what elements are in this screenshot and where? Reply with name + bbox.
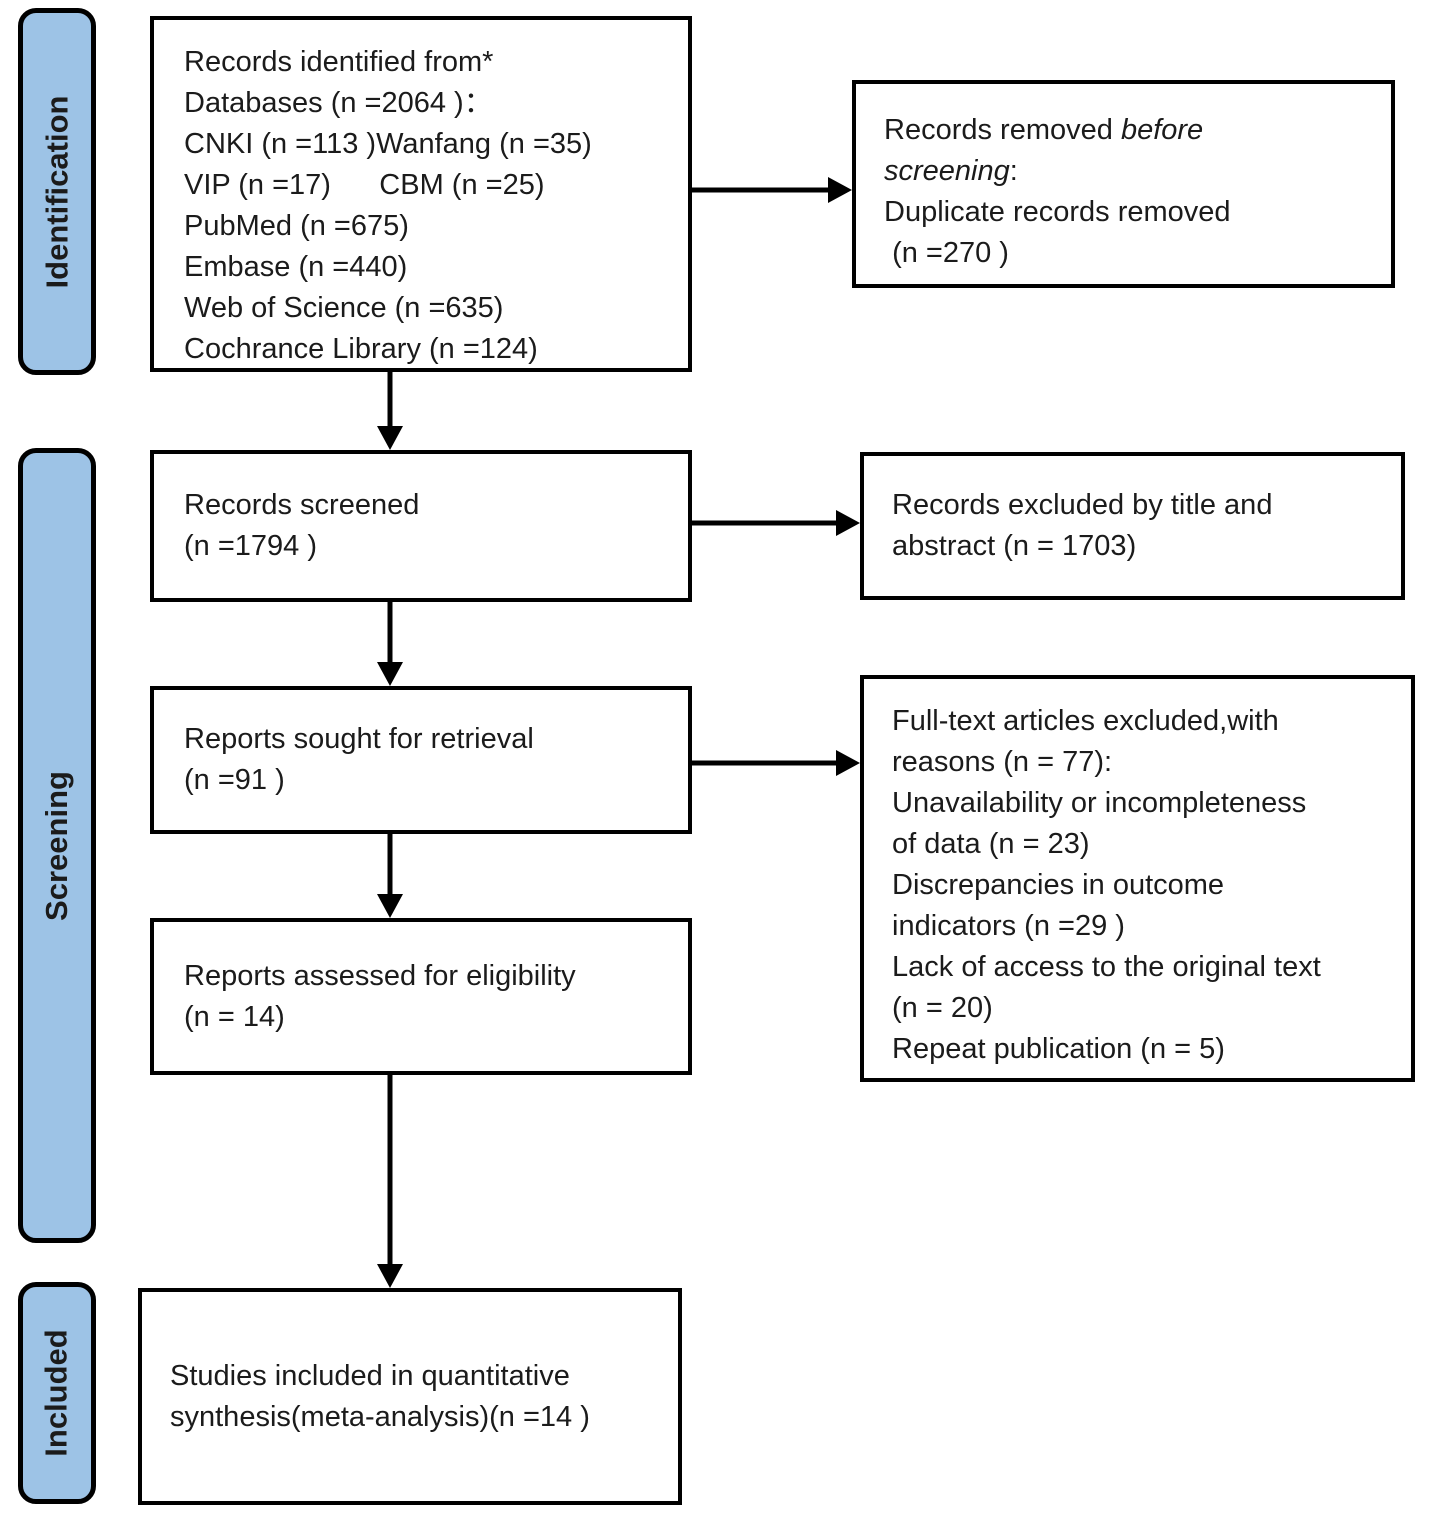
text-line: Repeat publication (n = 5)	[892, 1033, 1225, 1065]
stage-label-screening: Screening	[18, 448, 96, 1243]
text-segment: Duplicate records removed	[884, 196, 1231, 228]
text-line: screening:	[884, 151, 1377, 192]
arrow-head-down-icon	[377, 894, 403, 918]
box-fulltext-excluded: Full-text articles excluded,with reasons …	[860, 675, 1415, 1082]
box-records-excluded-title-abstract: Records excluded by title and abstract (n…	[860, 452, 1405, 600]
text-line: indicators (n =29 )	[892, 910, 1125, 942]
arrow-screened-to-sought	[377, 602, 403, 686]
text-line: CNKI (n =113 )Wanfang (n =35)	[184, 128, 592, 160]
text-line: Duplicate records removed	[884, 192, 1377, 233]
text-line: (n =270 )	[884, 233, 1377, 274]
text-line: Discrepancies in outcome	[892, 869, 1225, 901]
arrow-head-right-icon	[828, 177, 852, 203]
arrow-shaft	[387, 1075, 393, 1266]
text-line: (n =1794 )	[184, 530, 318, 562]
text-line: reasons (n = 77):	[892, 746, 1113, 778]
text-segment: :	[1009, 155, 1018, 187]
text-segment-italic: before	[1120, 114, 1204, 146]
text-line: Records identified from*	[184, 46, 494, 78]
stage-label-identification-text: Identification	[39, 95, 75, 288]
arrow-head-right-icon	[836, 750, 860, 776]
text-segment-italic: screening	[884, 155, 1010, 187]
text-line: Unavailability or incompleteness	[892, 787, 1307, 819]
text-line: Reports assessed for eligibility	[184, 959, 576, 992]
text-line: abstract (n = 1703)	[892, 530, 1137, 562]
arrow-shaft	[387, 834, 393, 896]
arrow-identified-to-screened	[377, 372, 403, 450]
box-reports-assessed: Reports assessed for eligibility (n = 14)	[150, 918, 692, 1075]
text-line: Cochrance Library (n =124)	[184, 333, 538, 365]
arrow-head-down-icon	[377, 1264, 403, 1288]
text-line: (n = 20)	[892, 992, 993, 1024]
arrow-sought-to-fulltext-excluded	[692, 750, 860, 776]
arrow-assessed-to-included	[377, 1075, 403, 1288]
text-line: synthesis(meta-analysis)(n =14 )	[170, 1401, 590, 1433]
text-line: Databases (n =2064 )：	[184, 87, 493, 119]
text-line: Full-text articles excluded,with	[892, 705, 1279, 737]
text-line: Embase (n =440)	[184, 251, 408, 283]
text-line: of data (n = 23)	[892, 828, 1090, 860]
arrow-shaft	[387, 372, 393, 428]
text-segment: (n =270 )	[884, 237, 1009, 269]
text-line: (n = 14)	[184, 1000, 285, 1033]
text-line: Records removed before	[884, 110, 1377, 151]
stage-label-included: Included	[18, 1282, 96, 1504]
text-line: Web of Science (n =635)	[184, 292, 504, 324]
arrow-shaft	[387, 602, 393, 664]
text-line: Studies included in quantitative	[170, 1360, 570, 1392]
arrow-shaft	[692, 187, 830, 193]
arrow-screened-to-excluded	[692, 510, 860, 536]
arrow-head-right-icon	[836, 510, 860, 536]
text-line: Records excluded by title and	[892, 489, 1273, 521]
text-line: Records screened	[184, 489, 420, 521]
stage-label-included-text: Included	[39, 1329, 75, 1457]
text-segment: Records removed	[884, 114, 1121, 146]
stage-label-identification: Identification	[18, 8, 96, 375]
box-records-screened: Records screened (n =1794 )	[150, 450, 692, 602]
arrow-shaft	[692, 760, 838, 766]
box-studies-included: Studies included in quantitative synthesi…	[138, 1288, 682, 1505]
arrow-identified-to-removed	[692, 177, 852, 203]
text-line: Reports sought for retrieval	[184, 723, 534, 755]
arrow-head-down-icon	[377, 662, 403, 686]
box-reports-sought: Reports sought for retrieval (n =91 )	[150, 686, 692, 834]
text-line: (n =91 )	[184, 764, 285, 796]
arrow-head-down-icon	[377, 426, 403, 450]
text-line: Lack of access to the original text	[892, 951, 1321, 983]
arrow-sought-to-assessed	[377, 834, 403, 918]
stage-label-screening-text: Screening	[39, 770, 75, 921]
arrow-shaft	[692, 520, 838, 526]
box-records-identified: Records identified from* Databases (n =20…	[150, 16, 692, 372]
text-line: PubMed (n =675)	[184, 210, 409, 242]
text-line: VIP (n =17) CBM (n =25)	[184, 169, 545, 201]
